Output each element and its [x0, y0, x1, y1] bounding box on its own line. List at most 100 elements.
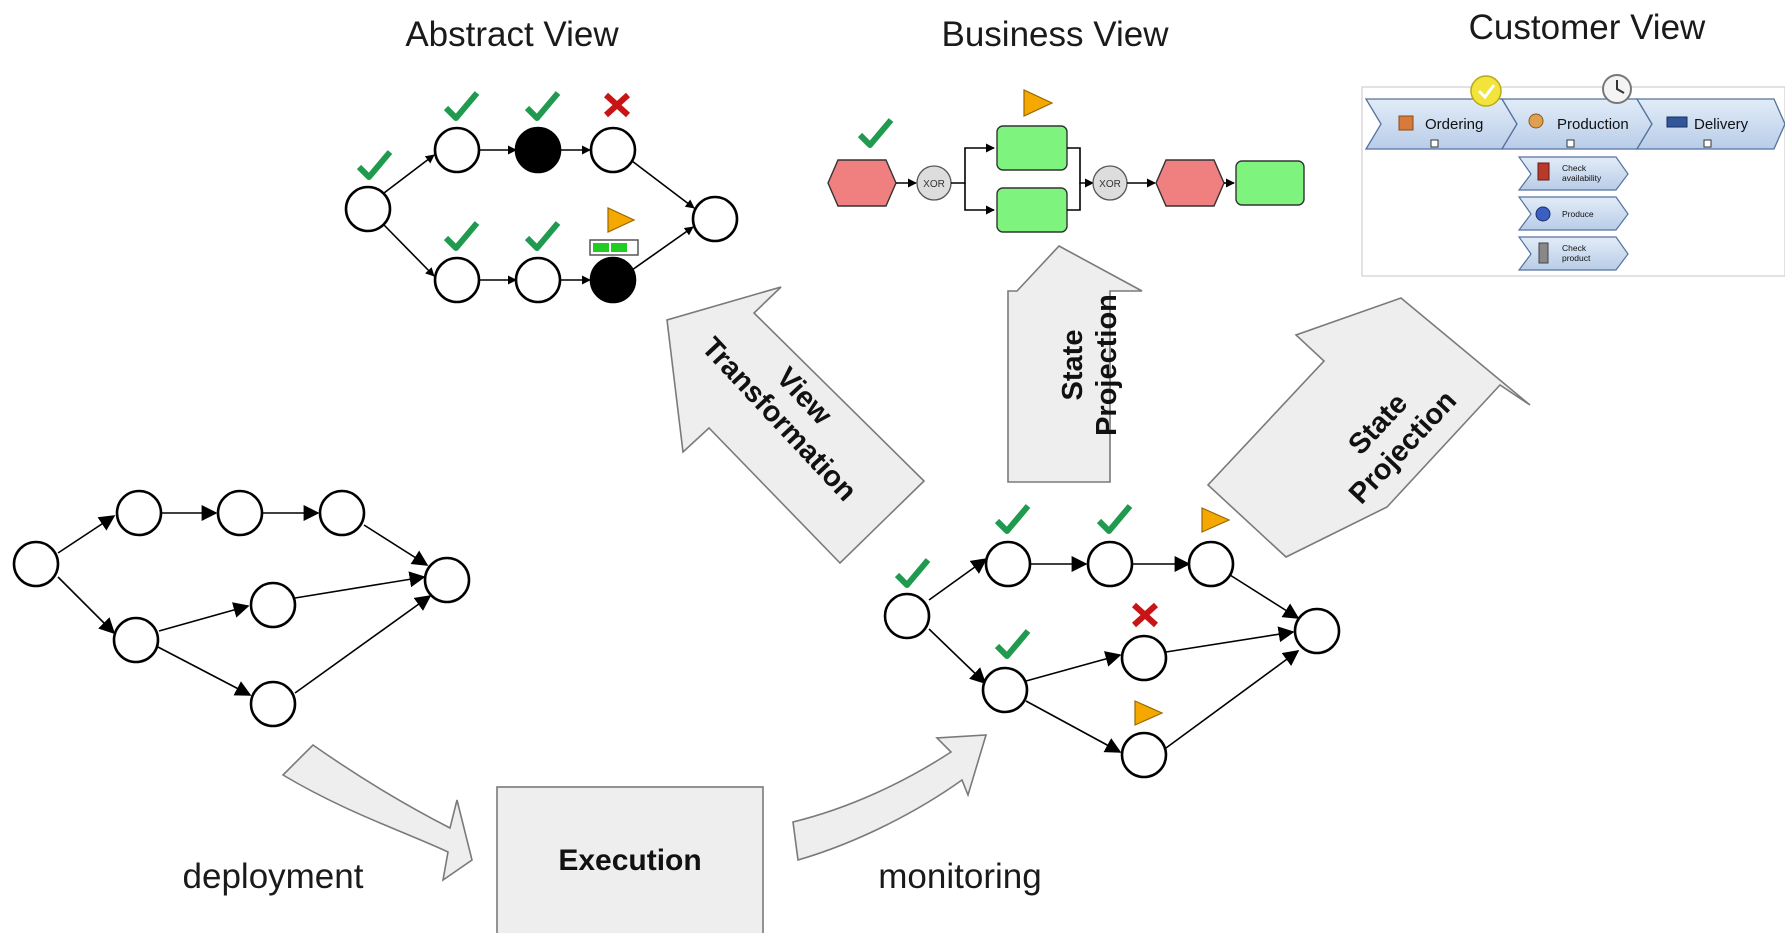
- instance-node: [1187, 540, 1235, 588]
- activity-box: [1235, 160, 1305, 206]
- abstract-node: [589, 126, 637, 174]
- check-icon: [994, 629, 1031, 659]
- delivery-truck-icon: [1666, 116, 1688, 128]
- instance-node: [1086, 540, 1134, 588]
- model-start-node: [12, 540, 60, 588]
- model-edge: [157, 646, 252, 696]
- substep-3-line1: Check: [1562, 243, 1587, 253]
- instance-edge: [1165, 626, 1295, 653]
- progress-bar-fill: [611, 243, 627, 252]
- check-icon: [443, 221, 480, 251]
- abstract-end-node: [691, 195, 739, 243]
- model-end-node: [423, 556, 471, 604]
- business-edge: [964, 183, 995, 215]
- substep-3-line2: product: [1562, 253, 1591, 263]
- model-node: [216, 489, 264, 537]
- expand-icon[interactable]: [1566, 139, 1575, 148]
- business-edge: [1067, 147, 1094, 188]
- business-edge: [1067, 183, 1081, 211]
- state-projection-center-label: State Projection: [1057, 294, 1123, 436]
- ordering-icon: [1398, 115, 1414, 131]
- abstract-edge: [383, 154, 435, 194]
- abstract-edge: [631, 226, 694, 271]
- execution-box: [496, 786, 764, 933]
- model-node: [318, 489, 366, 537]
- play-icon: [1134, 700, 1164, 726]
- check-icon: [994, 504, 1031, 534]
- model-node: [112, 616, 160, 664]
- expand-icon[interactable]: [1430, 139, 1439, 148]
- deployment-label: deployment: [183, 857, 364, 896]
- state-projection-right-arrow: [1206, 297, 1531, 558]
- model-edge: [294, 571, 426, 599]
- cross-icon: [603, 92, 631, 118]
- customer-view-panel: Ordering Production Delivery Check avail…: [1361, 74, 1785, 277]
- check-icon: [894, 558, 931, 588]
- abstract-node: [433, 256, 481, 304]
- instance-node: [981, 666, 1029, 714]
- abstract-composite-node: [514, 126, 562, 174]
- model-edge: [363, 524, 429, 566]
- instance-edge: [1025, 651, 1122, 682]
- abstract-composite-node: [589, 256, 637, 304]
- substep-produce: [1517, 196, 1629, 231]
- customer-view-title: Customer View: [1469, 8, 1706, 47]
- chevron-delivery: [1635, 98, 1785, 150]
- abstract-node: [514, 256, 562, 304]
- worker-icon: [1535, 206, 1551, 222]
- process-model: [12, 489, 471, 728]
- check-icon: [524, 221, 561, 251]
- cross-marks: [603, 92, 1159, 628]
- check-icon: [857, 118, 894, 148]
- progress-bar-fill: [593, 243, 609, 252]
- state-projection-center-label-line1: State: [1057, 330, 1089, 401]
- model-node: [249, 680, 297, 728]
- check-icon: [356, 150, 393, 180]
- state-projection-center-label-line2: Projection: [1091, 294, 1123, 436]
- state-projection-center-arrow: [1007, 245, 1143, 483]
- model-edge: [158, 602, 250, 632]
- instance-node: [1120, 634, 1168, 682]
- play-icon: [607, 207, 636, 233]
- activity-box: [996, 125, 1068, 171]
- substep-2-line1: Produce: [1562, 209, 1594, 219]
- instance-end-node: [1293, 607, 1341, 655]
- play-marks: [607, 89, 1231, 726]
- done-check-icon: [1477, 84, 1496, 100]
- abstract-edge: [631, 160, 695, 209]
- model-node: [249, 581, 297, 629]
- instance-edge: [928, 628, 987, 685]
- instance-start-node: [883, 592, 931, 640]
- instance-edge: [928, 558, 988, 601]
- production-icon: [1528, 113, 1544, 129]
- abstract-start-node: [344, 185, 392, 233]
- microscope-icon: [1538, 242, 1549, 264]
- model-edge: [57, 576, 116, 635]
- business-view-title: Business View: [942, 15, 1170, 54]
- business-edge: [951, 143, 995, 184]
- instance-edge: [1165, 650, 1300, 749]
- event-hexagon: [1155, 159, 1225, 207]
- abstract-node: [433, 126, 481, 174]
- view-transformation-arrow: [666, 286, 926, 565]
- instance-node: [1120, 731, 1168, 779]
- monitoring-arrow: [792, 734, 988, 862]
- done-badge-icon: [1470, 75, 1502, 107]
- business-view-graph: XOR XOR: [827, 125, 1305, 233]
- xor-split-label: XOR: [923, 179, 945, 190]
- model-edge: [57, 515, 116, 554]
- xor-join-label: XOR: [1099, 179, 1121, 190]
- step-production-label: Production: [1557, 116, 1629, 133]
- instance-edge: [1229, 574, 1300, 619]
- check-marks: [356, 91, 1133, 659]
- event-hexagon: [827, 159, 897, 207]
- substep-1-line1: Check: [1562, 163, 1587, 173]
- step-delivery-label: Delivery: [1694, 116, 1749, 133]
- checklist-icon: [1537, 162, 1550, 181]
- check-icon: [1096, 504, 1133, 534]
- instance-edge: [1025, 700, 1122, 753]
- expand-icon[interactable]: [1703, 139, 1712, 148]
- check-icon: [524, 91, 561, 121]
- abstract-view-graph: [344, 126, 739, 304]
